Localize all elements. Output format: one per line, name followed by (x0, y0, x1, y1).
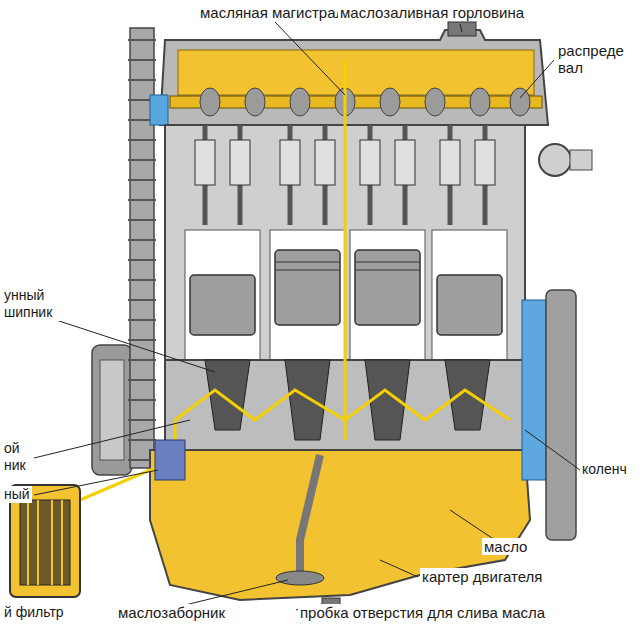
part-label: масляная магистраль (198, 4, 354, 21)
part-label: пробка отверстия для слива масла (298, 604, 547, 621)
part-label: ой ник (2, 440, 34, 474)
part-label: й фильтр (2, 604, 66, 621)
part-label: картер двигателя (420, 568, 544, 585)
part-label: маслозаливная горловина (338, 4, 526, 21)
part-label: ный (2, 486, 32, 503)
part-label: маслозаборник (116, 604, 227, 621)
part-label: распреде вал (556, 42, 634, 76)
part-label: масло (482, 538, 529, 555)
part-label: унный шипник (2, 287, 60, 321)
part-label: коленч (580, 461, 629, 478)
